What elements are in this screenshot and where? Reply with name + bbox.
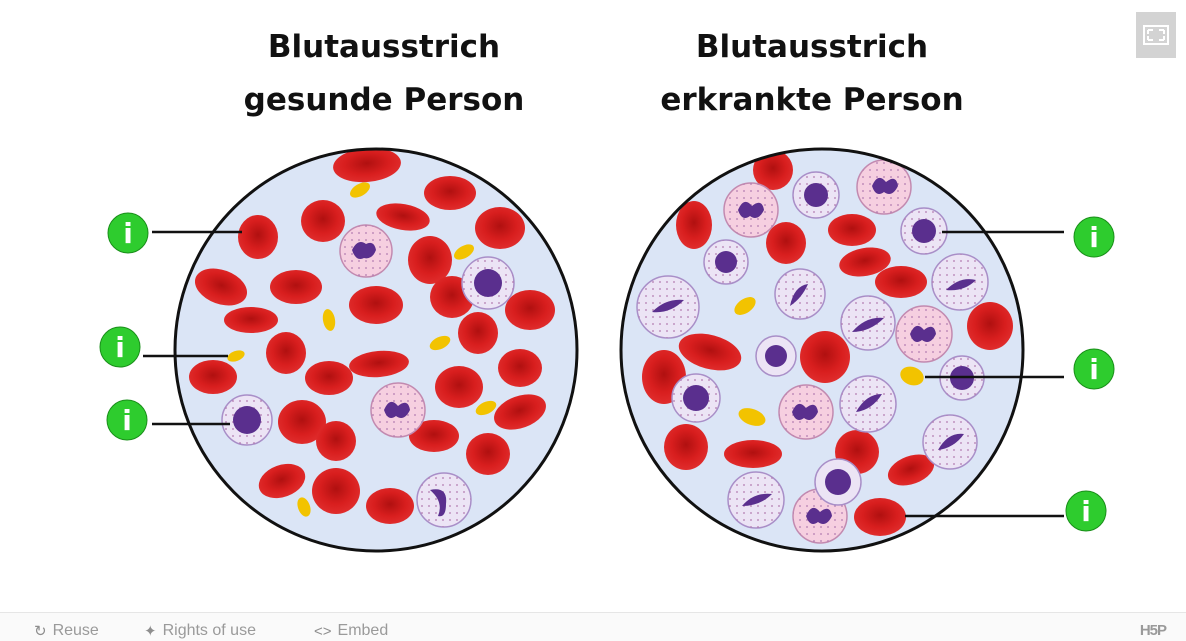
hotspot-right-red-blood-cell[interactable]: i: [1066, 491, 1106, 531]
info-icon: i: [115, 331, 125, 364]
handshake-icon: ✦: [144, 622, 157, 640]
info-icon: i: [122, 404, 132, 437]
embed-label: Embed: [338, 622, 389, 640]
h5p-logo[interactable]: H5P: [1140, 622, 1166, 639]
h5p-footer: ↻ Reuse ✦ Rights of use <> Embed H5P: [0, 612, 1186, 641]
hotspot-left-red-blood-cell[interactable]: i: [108, 213, 148, 253]
hotspot-right-white-blood-cell[interactable]: i: [1074, 217, 1114, 257]
right-blood-smear: [621, 149, 1023, 551]
info-icon: i: [1081, 495, 1091, 528]
info-icon: i: [123, 217, 133, 250]
blood-smear-illustration: Blutausstrich gesunde Person Blutausstri…: [0, 0, 1186, 612]
rights-of-use-button[interactable]: ✦ Rights of use: [144, 622, 256, 640]
left-title-line1: Blutausstrich: [268, 29, 500, 65]
reuse-label: Reuse: [53, 622, 99, 640]
right-title-line2: erkrankte Person: [660, 82, 963, 118]
embed-button[interactable]: <> Embed: [314, 622, 388, 640]
reuse-button[interactable]: ↻ Reuse: [34, 622, 99, 640]
rights-of-use-label: Rights of use: [163, 622, 256, 640]
hotspot-image-stage: Blutausstrich gesunde Person Blutausstri…: [0, 0, 1186, 612]
info-icon: i: [1089, 353, 1099, 386]
code-icon: <>: [314, 623, 332, 640]
hotspot-left-white-blood-cell[interactable]: i: [107, 400, 147, 440]
fullscreen-button[interactable]: [1136, 12, 1176, 58]
right-title-line1: Blutausstrich: [696, 29, 928, 65]
hotspot-right-platelet[interactable]: i: [1074, 349, 1114, 389]
hotspot-left-platelet[interactable]: i: [100, 327, 140, 367]
fullscreen-icon: [1143, 25, 1169, 45]
left-blood-smear: [175, 145, 577, 551]
reuse-icon: ↻: [34, 622, 47, 640]
info-icon: i: [1089, 221, 1099, 254]
left-title-line2: gesunde Person: [244, 82, 525, 118]
